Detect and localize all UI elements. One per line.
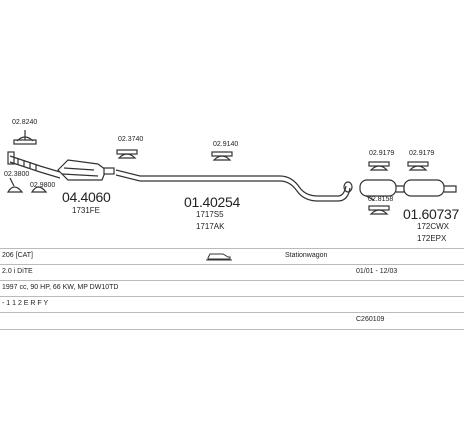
info-row-code: - 1 1 2 E R F Y (0, 296, 464, 313)
model-text: 206 [CAT] (2, 252, 33, 259)
rear-clamp-3-shape (368, 205, 390, 215)
part-sub-catalyst: 1731FE (72, 206, 101, 215)
middle-clamp-2-shape (211, 151, 233, 161)
dates-text: 01/01 - 12/03 (356, 268, 398, 275)
part-label-clamp-left: 02.3800 (4, 171, 30, 178)
part-label-clamp-rear2: 02.9179 (409, 150, 435, 157)
info-row-engine: 2.0 i DiTE 01/01 - 12/03 (0, 264, 464, 281)
catalytic-converter-shape (57, 159, 115, 181)
body-text: Stationwagon (285, 252, 328, 259)
middle-clamp-1-shape (116, 149, 138, 159)
rear-clamp-1-shape (368, 161, 390, 171)
exhaust-diagram (6, 130, 457, 215)
part-label-clamp-rear1: 02.9179 (369, 150, 395, 157)
part-sub-middle-1: 1717S5 (196, 210, 224, 219)
info-row-spec: 1997 cc, 90 HP, 66 KW, MP DW10TD (0, 280, 464, 297)
front-clamp-top-shape (13, 130, 37, 145)
spec-text: 1997 cc, 90 HP, 66 KW, MP DW10TD (2, 284, 119, 291)
part-label-clamp-mid1: 02.3740 (118, 136, 144, 143)
part-number-middle[interactable]: 01.40254 (184, 194, 240, 210)
ref-text: C260109 (356, 316, 385, 323)
part-number-catalyst[interactable]: 04.4060 (62, 189, 111, 205)
part-label-clamp-top: 02.8240 (12, 119, 38, 126)
downpipe-shape (7, 151, 61, 179)
middle-pipe-shape (115, 169, 353, 202)
engine-text: 2.0 i DiTE (2, 268, 33, 275)
part-sub-rear-2: 172EPX (417, 234, 447, 243)
rear-clamp-2-shape (407, 161, 429, 171)
info-row-model: 206 [CAT] Stationwagon (0, 248, 464, 265)
info-row-ref: C260109 (0, 312, 464, 330)
part-label-clamp-mid2: 02.9140 (213, 141, 239, 148)
part-sub-middle-2: 1717AK (196, 222, 225, 231)
part-sub-rear-1: 172CWX (417, 222, 450, 231)
part-number-rear[interactable]: 01.60737 (403, 206, 459, 222)
car-side-icon (206, 251, 232, 263)
part-label-clamp-rear3: 02.8158 (368, 196, 394, 203)
rear-silencer-shape (359, 179, 457, 201)
left-clamps-shape (6, 177, 48, 193)
part-label-clamp-small: 02.9800 (30, 182, 56, 189)
code-text: - 1 1 2 E R F Y (2, 300, 49, 307)
